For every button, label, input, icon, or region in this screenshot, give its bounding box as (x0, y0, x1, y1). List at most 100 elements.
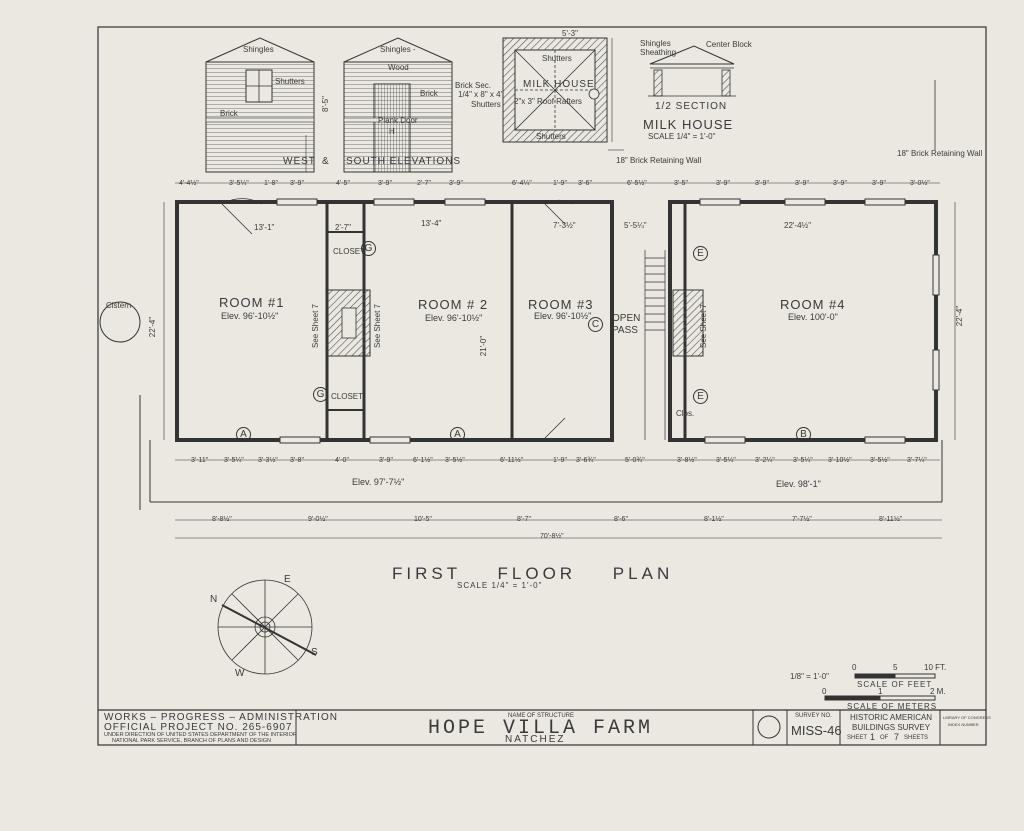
meter-tick: 2 M. (930, 687, 946, 696)
door-swings (221, 198, 574, 439)
of-word: OF (880, 735, 889, 741)
milk-house-section (648, 45, 736, 97)
room-3-name: ROOM #3 (528, 297, 594, 312)
bottom-dimension: 3'-5¼" (224, 457, 244, 464)
door-marker: C (588, 317, 603, 332)
door-marker: A (236, 427, 251, 442)
top-dimension: 3'-5" (674, 180, 688, 187)
shingles-label: Shingles - (380, 45, 416, 54)
elevation-caption-west: WEST (283, 156, 316, 167)
door-marker: A (450, 427, 465, 442)
section-title: 1/2 SECTION (655, 101, 728, 112)
bottom-dimension: 3'-8" (290, 457, 304, 464)
room-4-name: ROOM #4 (780, 297, 846, 312)
retaining-wall-label: 18" Brick Retaining Wall (616, 156, 702, 165)
top-dimension: 3'-9" (716, 180, 730, 187)
top-dimension: 1'-8" (264, 180, 278, 187)
meter-tick: 0 (822, 687, 827, 696)
bottom-dimension: 5'-0¾" (625, 457, 645, 464)
height-dimension: 8'-5" (320, 96, 330, 112)
under-direction: UNDER DIRECTION OF UNITED STATES DEPARTM… (104, 732, 297, 738)
top-dimension: 3'-0½" (910, 180, 930, 187)
milk-house-shutters: Shutters (471, 100, 501, 109)
brick-sec-size: 1/4" x 8" x 4' (458, 90, 503, 99)
room-4-elevation: Elev. 100'-0" (788, 312, 838, 322)
survey-number: MISS-46 (791, 723, 842, 738)
plan-scale: SCALE 1/4" = 1'-0" (457, 581, 543, 590)
room-2-name: ROOM # 2 (418, 297, 489, 312)
clos-label: Clos. (676, 409, 695, 418)
see-sheet-note: See Sheet 7 (373, 303, 383, 349)
habs-line-1: HISTORIC AMERICAN (850, 713, 933, 722)
habs-line-2: BUILDINGS SURVEY (852, 723, 931, 732)
bottom-dimension: 3'-11" (191, 457, 209, 464)
room-1-name: ROOM #1 (219, 295, 285, 310)
sheet-word: SHEET (847, 735, 868, 741)
bottom-dimension: 3'-5½" (445, 457, 465, 464)
compass-south: S (311, 647, 318, 658)
porch-dimension: 8'-11½" (879, 516, 903, 523)
bottom-dimension: 3'-9" (379, 457, 393, 464)
section-name: MILK HOUSE (643, 117, 734, 132)
porch-dimension: 8'-6" (614, 516, 628, 523)
scale-ratio: 1/8" = 1'-0" (790, 672, 830, 681)
name-of-structure-label: NAME OF STRUCTURE (508, 713, 574, 719)
closet-width: 2'-7" (335, 223, 351, 232)
top-dimension: 3'-9" (378, 180, 392, 187)
milk-house-plan (502, 37, 624, 151)
plan-title: FIRST FLOOR PLAN (392, 564, 674, 583)
door-marker: E (693, 246, 708, 261)
top-dimension: 2'-7" (417, 180, 431, 187)
open-pass-label: PASS (612, 325, 638, 336)
scale-of-meters: SCALE OF METERS (847, 702, 938, 711)
bottom-dimension: 3'-6¾" (576, 457, 596, 464)
project-number: OFFICIAL PROJECT NO. 265-6907 (104, 722, 293, 733)
porch-dimension: 10'-5" (414, 516, 432, 523)
brick-label: Brick (420, 89, 438, 98)
top-dimension: 3'-9" (872, 180, 886, 187)
milk-house-shutters: Shutters (542, 54, 572, 63)
cistern (99, 301, 141, 343)
porch-dimension: 9'-0½" (308, 516, 328, 523)
wpa-agency: WORKS – PROGRESS – ADMINISTRATION (104, 712, 338, 723)
milk-house-top-dim: 5'-3" (562, 29, 578, 38)
overall-dimension: 70'-8½" (540, 533, 564, 540)
top-dimension: 4'-5" (336, 180, 350, 187)
sheet-number: 1 (870, 732, 876, 742)
milk-house-shutters: Shutters (536, 132, 566, 141)
west-elevation (205, 37, 315, 173)
city: NATCHEZ (505, 734, 566, 745)
room-width-3: 7'-3½" (553, 221, 576, 230)
meter-tick: 1 (878, 687, 883, 696)
sheet-total: 7 (894, 732, 900, 742)
closet-label: CLOSET (333, 247, 366, 256)
section-sheathing: Sheathing (640, 48, 677, 57)
elevation-caption-amp: & (322, 156, 329, 167)
porch (139, 395, 943, 510)
depth-mid: 21'-0" (479, 335, 489, 357)
wood-label: Wood (388, 63, 409, 72)
bottom-dimension: 3'-3½" (258, 457, 278, 464)
top-dimension: 3'-9" (449, 180, 463, 187)
title-block-frame (295, 710, 941, 745)
north-arrow-compass (217, 579, 317, 675)
closet-marker: G (313, 387, 328, 402)
bottom-dimension: 4'-0" (335, 457, 349, 464)
structure-name: HOPE VILLA FARM (428, 717, 654, 740)
feet-tick: 0 (852, 663, 857, 672)
closet-marker: G (361, 241, 376, 256)
top-dimension: 3'-6" (578, 180, 592, 187)
scale-bar (824, 673, 936, 701)
library-of-congress: LIBRARY OF CONGRESS (943, 715, 991, 720)
open-pass-label: OPEN (612, 313, 641, 324)
feet-tick: 5 (893, 663, 898, 672)
top-dimension: 6'-4¼" (512, 180, 532, 187)
survey-no-label: SURVEY NO. (795, 713, 832, 719)
pass-width: 5'-5¼" (624, 221, 647, 230)
compass-west: W (235, 668, 245, 679)
see-sheet-note: See Sheet 7 (311, 303, 321, 349)
top-dimension: 6'-5½" (627, 180, 647, 187)
bottom-dimension: 3'-5½" (870, 457, 890, 464)
milk-house-label: MILK HOUSE (523, 79, 595, 90)
